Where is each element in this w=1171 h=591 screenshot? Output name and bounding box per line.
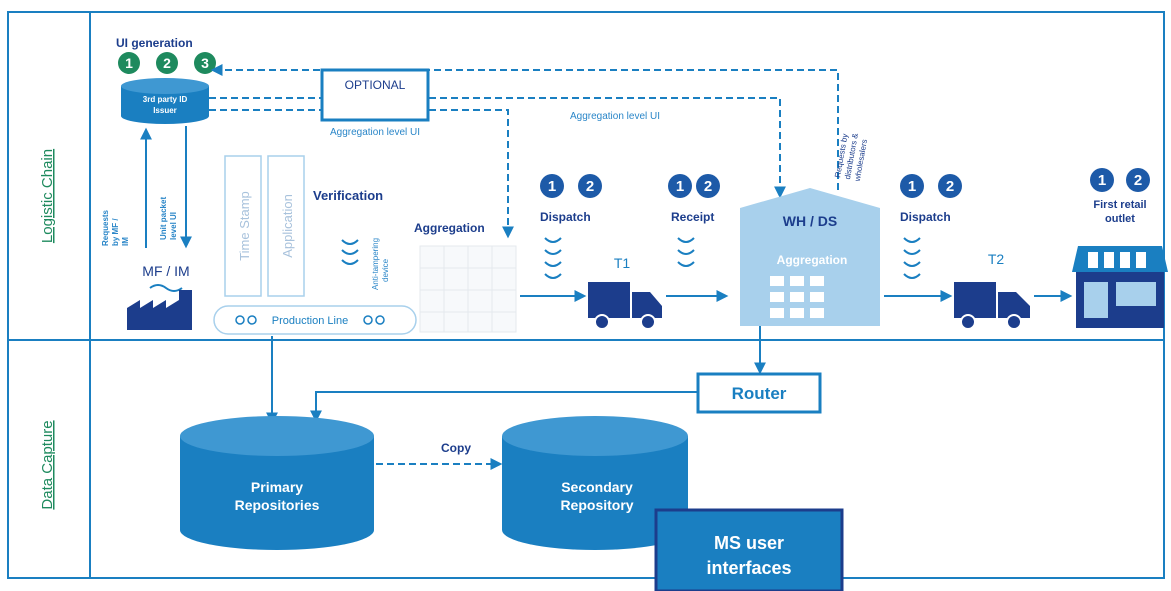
aggregation-level-ui-label-2: Aggregation level UI: [570, 111, 660, 122]
optional-box: [320, 68, 430, 122]
dispatch1-label: Dispatch: [540, 210, 591, 224]
svg-text:2: 2: [163, 55, 171, 71]
aggregation-level-ui-label-1: Aggregation level UI: [330, 127, 420, 138]
retail-badge-2: 2: [1126, 168, 1150, 192]
production-line: [213, 305, 417, 335]
requests-mf-label: Requests by MF / IM: [101, 209, 130, 246]
first-retail-label-2: outlet: [1105, 213, 1135, 225]
issuer-label-line1: 3rd party ID: [143, 95, 188, 104]
ui-badge-2: 2: [156, 52, 178, 74]
t1-label: T1: [614, 255, 631, 271]
receipt-signal-icon: [677, 237, 695, 267]
router-box: [696, 372, 822, 414]
aggregation-wh-label: Aggregation: [777, 253, 848, 267]
dispatch1-signal-icon: [544, 237, 562, 279]
dispatch2-label: Dispatch: [900, 210, 951, 224]
retail-badge-1: 1: [1090, 168, 1114, 192]
store-icon: [1072, 246, 1168, 328]
dispatch1-badge-1: 1: [540, 174, 564, 198]
verification-label: Verification: [313, 188, 383, 203]
svg-text:Anti-tampering: Anti-tampering: [371, 238, 380, 290]
svg-text:2: 2: [946, 178, 954, 195]
svg-text:1: 1: [1098, 172, 1106, 189]
primary-label-2: Repositories: [235, 497, 320, 513]
copy-label: Copy: [441, 441, 471, 455]
production-line-roller-icon: [235, 315, 385, 325]
requests-loop-arrow: [210, 64, 839, 190]
first-retail-label-1: First retail: [1093, 199, 1146, 211]
secondary-label-1: Secondary: [561, 479, 633, 495]
issuer-to-aggregation-arrow: [209, 109, 514, 239]
receipt-badge-1: 1: [668, 174, 692, 198]
t2-label: T2: [988, 251, 1005, 267]
issuer-database-icon: [121, 78, 209, 124]
receipt-label: Receipt: [671, 210, 714, 224]
time-stamp-label: Time Stamp: [237, 191, 252, 261]
svg-text:IM: IM: [121, 237, 130, 246]
time-stamp-box: [224, 155, 262, 297]
production-line-label: Production Line: [272, 315, 348, 327]
secondary-repository-icon: [502, 416, 688, 550]
factory-icon: [127, 290, 192, 330]
requests-distributors-label: Requests by distributors & wholesalers: [833, 132, 869, 183]
application-box: [267, 155, 305, 297]
router-label: Router: [732, 384, 787, 403]
application-label: Application: [280, 194, 295, 258]
svg-text:1: 1: [676, 178, 684, 195]
dispatch2-badge-1: 1: [900, 174, 924, 198]
svg-text:2: 2: [704, 178, 712, 195]
ui-generation-label: UI generation: [116, 36, 193, 50]
receipt-badge-2: 2: [696, 174, 720, 198]
unit-packet-label: Unit packet level UI: [159, 197, 178, 240]
svg-text:3: 3: [201, 55, 209, 71]
svg-text:2: 2: [1134, 172, 1142, 189]
ms-user-label-2: interfaces: [706, 558, 791, 578]
svg-text:2: 2: [586, 178, 594, 195]
truck-t1-icon: [588, 282, 662, 330]
svg-text:1: 1: [548, 178, 556, 195]
svg-text:Requests: Requests: [101, 209, 110, 246]
aggregation-grid: [419, 245, 517, 333]
mf-im-label: MF / IM: [142, 263, 189, 279]
wh-ds-label: WH / DS: [783, 213, 837, 229]
warehouse-icon: [740, 188, 880, 326]
truck-t2-icon: [954, 282, 1030, 330]
issuer-label-line2: Issuer: [153, 106, 177, 115]
dispatch1-badge-2: 2: [578, 174, 602, 198]
primary-repository-icon: [180, 416, 374, 550]
ms-user-label-1: MS user: [714, 533, 784, 553]
dispatch2-signal-icon: [903, 237, 921, 279]
smoke-icon: [149, 284, 183, 292]
secondary-label-2: Repository: [560, 497, 633, 513]
optional-label: OPTIONAL: [345, 78, 406, 92]
primary-label-1: Primary: [251, 479, 303, 495]
svg-text:device: device: [381, 258, 390, 282]
svg-text:level UI: level UI: [169, 212, 178, 240]
aggregation-left-label: Aggregation: [414, 221, 485, 235]
svg-text:Unit packet: Unit packet: [159, 197, 168, 240]
verification-signal-icon: [341, 239, 359, 265]
dispatch2-badge-2: 2: [938, 174, 962, 198]
ui-badge-3: 3: [194, 52, 216, 74]
section-label-logistic-chain: Logistic Chain: [39, 149, 56, 243]
svg-text:by MF /: by MF /: [111, 218, 120, 246]
svg-text:1: 1: [125, 55, 133, 71]
ui-badge-1: 1: [118, 52, 140, 74]
svg-text:1: 1: [908, 178, 916, 195]
section-label-data-capture: Data Capture: [39, 420, 56, 509]
router-to-primary-arrow: [310, 391, 698, 423]
ms-user-interfaces-box: [654, 508, 844, 591]
anti-tampering-label: Anti-tampering device: [371, 238, 390, 290]
